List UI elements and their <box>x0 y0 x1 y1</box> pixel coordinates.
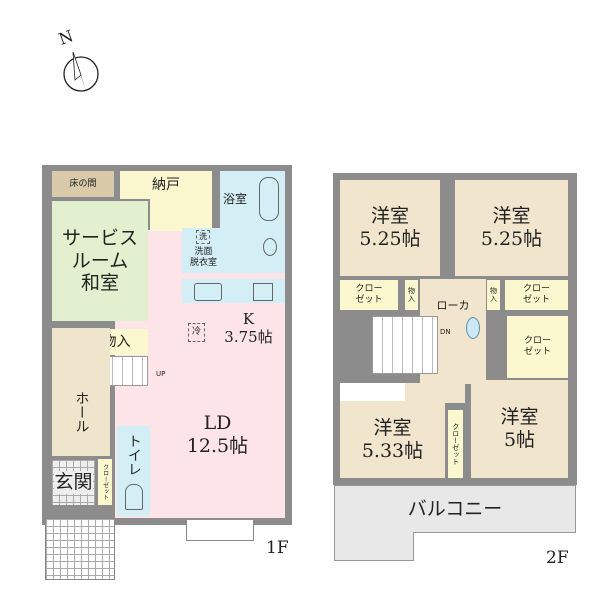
notch <box>340 383 405 401</box>
room-service-washitsu: サービス ルーム 和室 <box>52 201 148 321</box>
room-western-bl: 洋室 5.33帖 <box>340 401 445 478</box>
room-hall: ホール <box>52 328 110 456</box>
stairs-2f[interactable] <box>372 316 438 374</box>
floor-label-2f: 2F <box>546 548 569 568</box>
stairs-up-label: UP <box>156 370 166 378</box>
room-toilet: トイレ <box>117 426 150 516</box>
sink-icon <box>466 317 480 339</box>
room-nando-lower <box>150 199 212 231</box>
room-tokonoma: 床の間 <box>52 171 114 197</box>
compass: N <box>55 26 110 98</box>
sink-icon <box>263 238 277 256</box>
stove-icon <box>253 283 273 301</box>
toilet-icon <box>125 484 143 510</box>
balcony-lower <box>334 532 414 561</box>
kitchen-counter <box>182 279 285 303</box>
room-closet-l: クロー ゼット <box>340 280 398 310</box>
stairs-dn-label: DN <box>440 328 451 336</box>
room-kitchen: K 3.75帖 冷 <box>182 303 285 353</box>
room-western-br: 洋室 5帖 <box>471 380 568 478</box>
washer-icon: 洗 <box>196 230 210 244</box>
room-western-tl: 洋室 5.25帖 <box>340 180 440 276</box>
bathtub-icon <box>259 177 279 221</box>
kitchen-sink-icon <box>194 283 222 301</box>
room-ld-label: LD 12.5帖 <box>186 412 249 457</box>
room-storage-l: 物 入 <box>405 280 418 310</box>
room-western-bl-upper <box>405 383 465 403</box>
room-storage-r: 物 入 <box>487 280 500 310</box>
room-washroom: 洗 洗面 脱衣室 <box>182 228 285 273</box>
room-entrance: 玄関 <box>52 460 95 505</box>
room-closet-r: クロー ゼット <box>505 280 568 310</box>
room-western-tr: 洋室 5.25帖 <box>455 180 568 276</box>
floor-label-1f: 1F <box>266 538 289 558</box>
north-arrow-icon <box>63 51 99 94</box>
entrance-porch <box>45 518 115 580</box>
fridge-icon: 冷 <box>188 323 206 342</box>
room-closet-v: クローゼット <box>448 410 463 478</box>
room-nando: 納戸 <box>120 171 212 199</box>
room-bath: 浴室 <box>220 171 285 228</box>
balcony: バルコニー <box>334 485 576 533</box>
room-closet-1f: クローゼット <box>98 459 112 505</box>
window-bay <box>186 520 254 541</box>
room-closet-mid: クロー ゼット <box>507 316 568 378</box>
